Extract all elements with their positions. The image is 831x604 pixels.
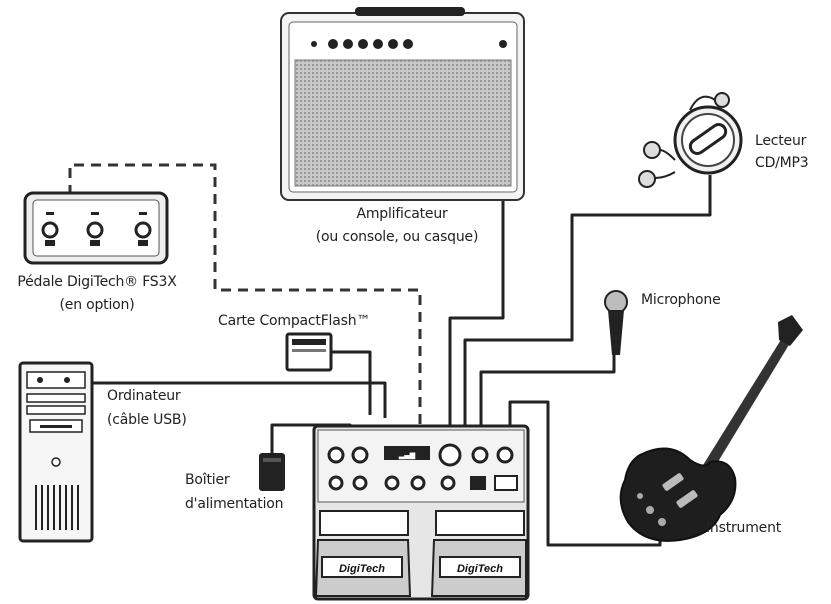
instrument-label: Instrument — [706, 520, 782, 536]
pedal-label-line2: (en option) — [59, 297, 135, 313]
amp-label-line1: Amplificateur — [356, 206, 448, 222]
instrument-cable — [508, 400, 662, 547]
microphone-illustration — [604, 290, 628, 355]
computer-label-line1: Ordinateur — [107, 388, 181, 404]
power-supply-illustration — [259, 453, 285, 491]
digitech-processor-illustration: ▂▃▅ DigiTech DigiTech — [312, 424, 530, 601]
svg-text:▂▃▅: ▂▃▅ — [398, 450, 416, 460]
microphone-label: Microphone — [641, 292, 721, 308]
brand-logo-left: DigiTech — [339, 563, 385, 575]
fs3x-pedal-illustration — [23, 191, 169, 265]
cd-label-line2: CD/MP3 — [755, 155, 809, 171]
amplifier-illustration — [280, 7, 525, 201]
amp-label-line2: (ou console, ou casque) — [315, 229, 479, 245]
power-label-line2: d'alimentation — [185, 496, 284, 512]
mic-cable — [479, 355, 616, 430]
cd-player-illustration — [638, 92, 743, 188]
guitar-illustration — [619, 315, 803, 542]
usb-cable — [92, 381, 387, 418]
cables — [92, 45, 712, 547]
cd-cable — [463, 175, 712, 430]
pedal-cable — [68, 163, 422, 430]
compactflash-label: Carte CompactFlash™ — [218, 313, 371, 329]
computer-illustration — [18, 361, 94, 543]
compactflash-card-illustration — [285, 332, 333, 372]
cf-line — [332, 350, 372, 415]
cd-label-line1: Lecteur — [755, 133, 807, 149]
pedal-label-line1: Pédale DigiTech® FS3X — [17, 274, 177, 290]
brand-logo-right: DigiTech — [457, 563, 503, 575]
power-label-line1: Boîtier — [185, 472, 230, 488]
computer-label-line2: (câble USB) — [107, 412, 187, 428]
